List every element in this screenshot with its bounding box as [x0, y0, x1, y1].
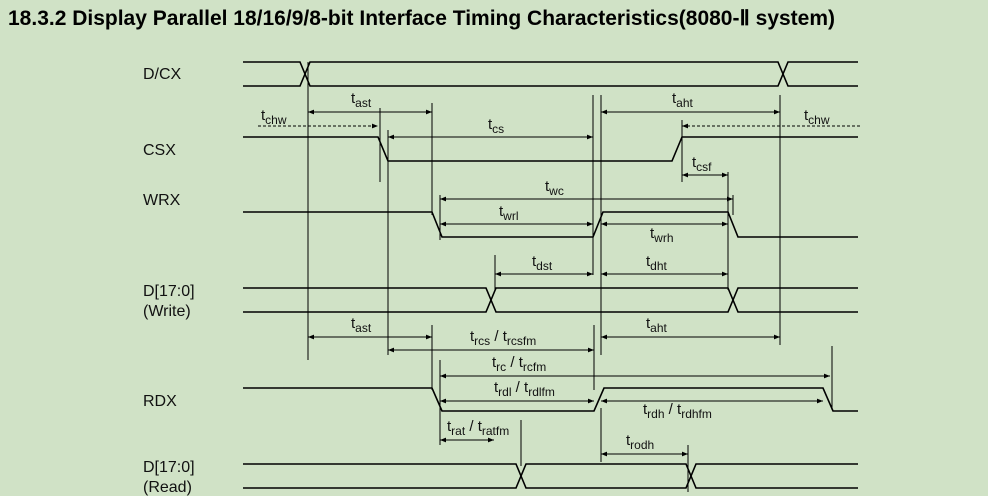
label-tast-write: tast [351, 90, 372, 110]
label-twc: twc [545, 178, 564, 198]
waveform-rdx [243, 387, 858, 412]
waveform-dcx [243, 61, 858, 87]
label-trcs: trcs / trcsfm [470, 328, 536, 348]
signal-label-dwrite: D[17:0] [143, 283, 195, 300]
waveform-dread [243, 463, 858, 489]
signal-label-dcx: D/CX [143, 66, 182, 83]
label-trodh: trodh [626, 432, 654, 452]
label-tchw-right: tchw [804, 107, 830, 127]
label-twrh: twrh [650, 225, 674, 245]
waveform-wrx [243, 211, 858, 238]
signal-label-rdx: RDX [143, 393, 177, 410]
signal-label-csx: CSX [143, 142, 176, 159]
signal-label-wrx: WRX [143, 192, 181, 209]
label-tcs: tcs [488, 116, 504, 136]
label-taht-write: taht [672, 90, 694, 110]
label-tcsf: tcsf [692, 154, 712, 174]
label-tdst: tdst [532, 253, 553, 273]
label-tast-read: tast [351, 315, 372, 335]
page-title: 18.3.2 Display Parallel 18/16/9/8-bit In… [8, 7, 836, 30]
waveform-dwrite [243, 287, 858, 313]
signal-label-dread-sub: (Read) [143, 479, 192, 496]
label-trdh: trdh / trdhfm [643, 401, 712, 421]
label-taht-read: taht [646, 315, 668, 335]
label-trdl: trdl / trdlfm [494, 379, 555, 399]
signal-label-dwrite-sub: (Write) [143, 303, 191, 320]
timing-arrows [258, 109, 860, 457]
label-tdht: tdht [646, 253, 668, 273]
waveform-csx [243, 136, 858, 162]
signal-label-dread: D[17:0] [143, 459, 195, 476]
label-trat: trat / tratfm [447, 418, 509, 438]
label-tchw-left: tchw [261, 107, 287, 127]
label-trc: trc / trcfm [492, 354, 546, 374]
label-twrl: twrl [499, 203, 519, 223]
